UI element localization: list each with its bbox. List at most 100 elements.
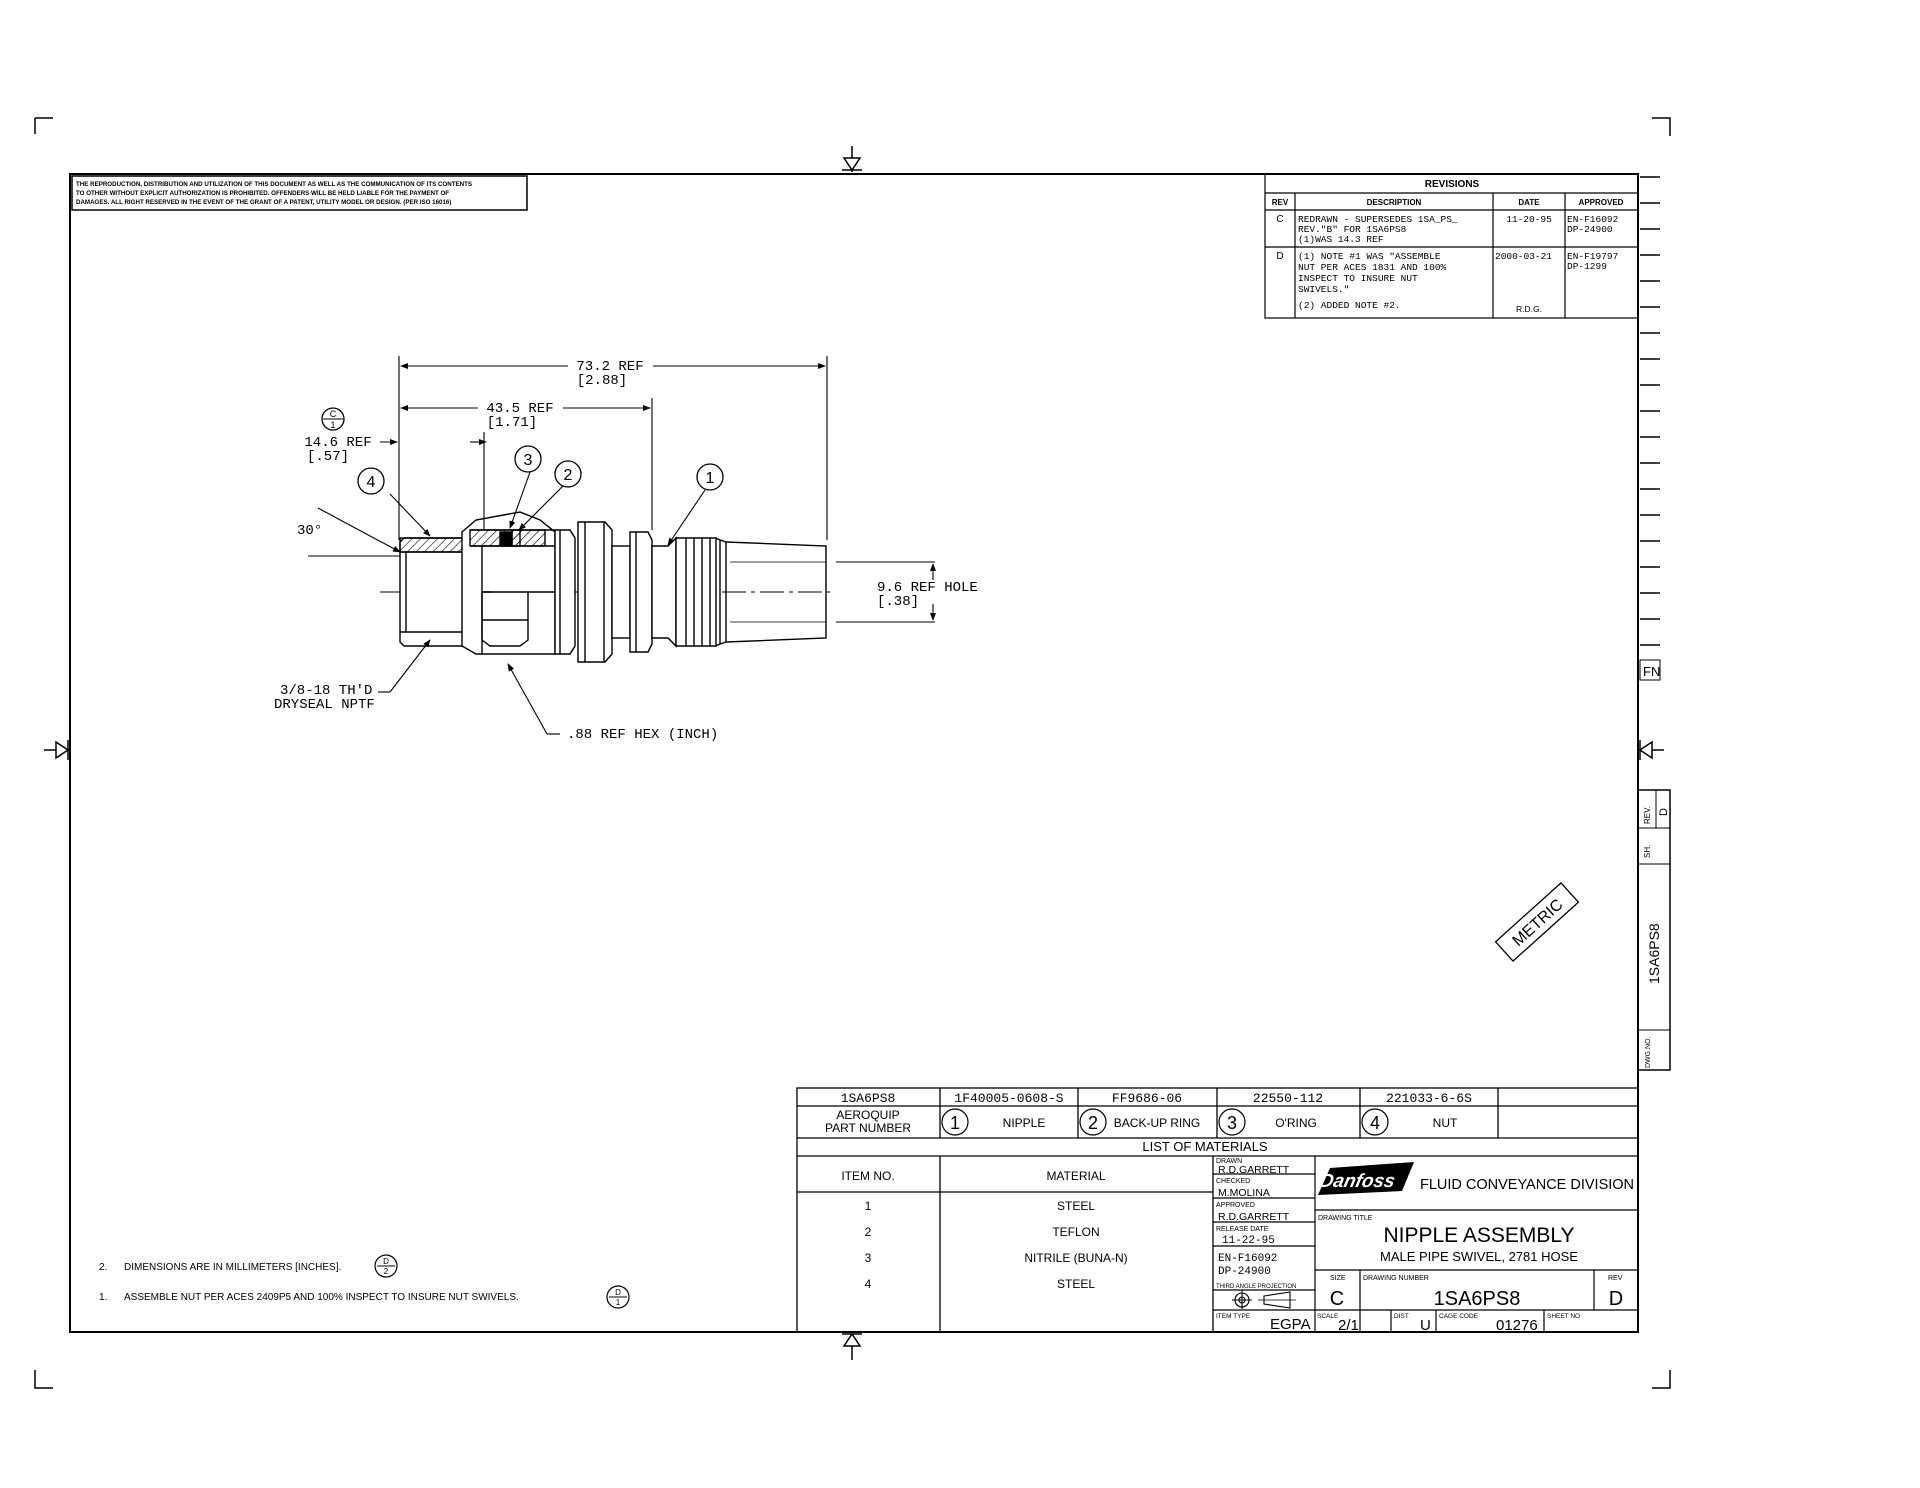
drawn-label: DRAWN	[1216, 1158, 1242, 1165]
side-rev-label: REV.	[1643, 806, 1652, 824]
materials-material-1: STEEL	[1057, 1199, 1095, 1213]
pn-nut: 221033-6-6S	[1386, 1091, 1472, 1106]
rev-c-desc-1: REDRAWN - SUPERSEDES 1SA_PS_	[1298, 214, 1458, 225]
scale-label: SCALE	[1317, 1313, 1339, 1320]
title-block-grid	[1213, 1156, 1638, 1332]
aeroquip-label-1: AEROQUIP	[836, 1108, 899, 1122]
size-label: SIZE	[1330, 1275, 1346, 1282]
svg-text:Danfoss: Danfoss	[1318, 1171, 1398, 1192]
rev-header-desc: DESCRIPTION	[1367, 198, 1422, 207]
balloon-2: 2	[564, 467, 573, 484]
projection-label: THIRD ANGLE PROJECTION	[1216, 1284, 1296, 1290]
balloon-1: 1	[706, 470, 715, 487]
note-1-number: 1.	[99, 1292, 107, 1303]
rev-c-desc-3: (1)WAS 14.3 REF	[1298, 234, 1384, 245]
rev-header-approved: APPROVED	[1579, 198, 1624, 207]
pn-nipple: 1F40005-0608-S	[954, 1091, 1063, 1106]
cage-value: 01276	[1496, 1317, 1538, 1334]
metric-stamp: METRIC	[1494, 881, 1580, 963]
rev-c-letter: C	[1276, 214, 1283, 225]
materials-item-4: 4	[865, 1277, 872, 1291]
rev-header-date: DATE	[1518, 198, 1540, 207]
svg-text:DAMAGES. ALL RIGHT RESERVED IN: DAMAGES. ALL RIGHT RESERVED IN THE EVENT…	[76, 199, 451, 206]
rev-d-date: 2000-03-21	[1495, 251, 1552, 262]
dim-hole: 9.6 REF HOLE	[877, 580, 978, 596]
component-2-name: BACK-UP RING	[1114, 1116, 1200, 1130]
component-2-number: 2	[1088, 1113, 1098, 1133]
dist-label: DIST	[1394, 1313, 1409, 1320]
aeroquip-label-2: PART NUMBER	[825, 1121, 911, 1135]
rev-flag-c1: C 1	[321, 407, 345, 431]
note-1-text: ASSEMBLE NUT PER ACES 2409P5 AND 100% IN…	[124, 1292, 519, 1303]
dist-value: U	[1420, 1317, 1431, 1334]
component-4-number: 4	[1370, 1113, 1380, 1133]
approved-label: APPROVED	[1216, 1202, 1255, 1209]
rev-c-desc-2: REV."B" FOR 1SA6PS8	[1298, 224, 1407, 235]
dim-angle: 30°	[297, 523, 322, 539]
rev-d-desc-2: NUT PER ACES 1831 AND 100%	[1298, 262, 1447, 273]
release-label: RELEASE DATE	[1216, 1226, 1269, 1233]
rev-label: REV	[1608, 1275, 1623, 1282]
component-3-name: O'RING	[1275, 1116, 1317, 1130]
drawing-number-label: DRAWING NUMBER	[1363, 1275, 1429, 1282]
svg-text:C: C	[330, 409, 337, 419]
hex-label: .88 REF HEX (INCH)	[567, 727, 718, 743]
crop-marks	[34, 117, 1671, 1389]
size-value: C	[1330, 1288, 1344, 1310]
thread-label-1: 3/8-18 TH'D	[280, 683, 372, 699]
materials-item-1: 1	[865, 1199, 872, 1213]
side-sheet-label: SH.	[1643, 845, 1652, 858]
item-balloons	[357, 445, 724, 495]
revisions-title: REVISIONS	[1425, 179, 1480, 190]
dimension-text: 73.2 REF [2.88] 43.5 REF [1.71] 14.6 REF…	[274, 359, 978, 743]
note-2-number: 2.	[99, 1262, 107, 1273]
materials-material-3: NITRILE (BUNA-N)	[1024, 1251, 1127, 1265]
fn-label: FN	[1643, 664, 1660, 679]
rev-d-letter: D	[1276, 251, 1283, 262]
rev-c-date: 11-20-95	[1506, 214, 1552, 225]
division-name: FLUID CONVEYANCE DIVISION	[1420, 1177, 1634, 1193]
note-1-flag-bottom: 1	[616, 1298, 621, 1307]
scale-value: 2/1	[1338, 1317, 1359, 1334]
materials-material-2: TEFLON	[1052, 1225, 1099, 1239]
svg-text:THE REPRODUCTION, DISTRIBUTION: THE REPRODUCTION, DISTRIBUTION AND UTILI…	[76, 181, 472, 188]
component-1-number: 1	[950, 1113, 960, 1133]
note-2-text: DIMENSIONS ARE IN MILLIMETERS [INCHES].	[124, 1262, 341, 1273]
rev-c-approved-1: EN-F16092	[1567, 214, 1619, 225]
rev-d-desc-3: INSPECT TO INSURE NUT	[1298, 273, 1418, 284]
dimension-lines	[308, 356, 936, 735]
component-4-name: NUT	[1433, 1116, 1458, 1130]
side-dwg-label: DWG.NO.	[1645, 1036, 1652, 1068]
drawing-number: 1SA6PS8	[1434, 1288, 1521, 1310]
component-balloons	[941, 1108, 1389, 1136]
rev-d-approved-1: EN-F19797	[1567, 251, 1618, 262]
item-type-label: ITEM TYPE	[1216, 1313, 1251, 1320]
rev-d-approved-2: DP-1299	[1567, 261, 1607, 272]
nipple-assembly-view	[380, 511, 830, 663]
materials-title: LIST OF MATERIALS	[1142, 1139, 1268, 1154]
thread-label-2: DRYSEAL NPTF	[274, 697, 375, 713]
third-angle-projection-icon	[1232, 1290, 1296, 1309]
svg-text:1: 1	[330, 420, 335, 430]
materials-material-4: STEEL	[1057, 1277, 1095, 1291]
materials-item-3: 3	[865, 1251, 872, 1265]
dim-thread-len: 14.6 REF	[304, 435, 371, 451]
rev-d-desc-1: (1) NOTE #1 WAS "ASSEMBLE	[1298, 251, 1441, 262]
note-2-flag-top: D	[383, 1257, 389, 1266]
drawn-value: R.D.GARRETT	[1218, 1164, 1290, 1176]
drawing-border	[69, 173, 1639, 1333]
side-dwg-number: 1SA6PS8	[1646, 923, 1662, 984]
drawing-subtitle: MALE PIPE SWIVEL, 2781 HOSE	[1380, 1249, 1578, 1264]
materials-header-material: MATERIAL	[1046, 1169, 1105, 1183]
danfoss-logo: Danfoss	[1318, 1162, 1414, 1195]
checked-value: M.MOLINA	[1218, 1187, 1270, 1199]
pn-assembly: 1SA6PS8	[841, 1091, 896, 1106]
cage-label: CAGE CODE	[1439, 1313, 1479, 1320]
dim-thread-len-in: [.57]	[307, 449, 349, 465]
sheet-label: SHEET NO	[1547, 1313, 1580, 1320]
component-1-name: NIPPLE	[1003, 1116, 1046, 1130]
materials-header-item: ITEM NO.	[841, 1169, 894, 1183]
component-3-number: 3	[1227, 1113, 1237, 1133]
checked-label: CHECKED	[1216, 1178, 1250, 1185]
rev-d-initials: R.D.G.	[1516, 304, 1542, 314]
